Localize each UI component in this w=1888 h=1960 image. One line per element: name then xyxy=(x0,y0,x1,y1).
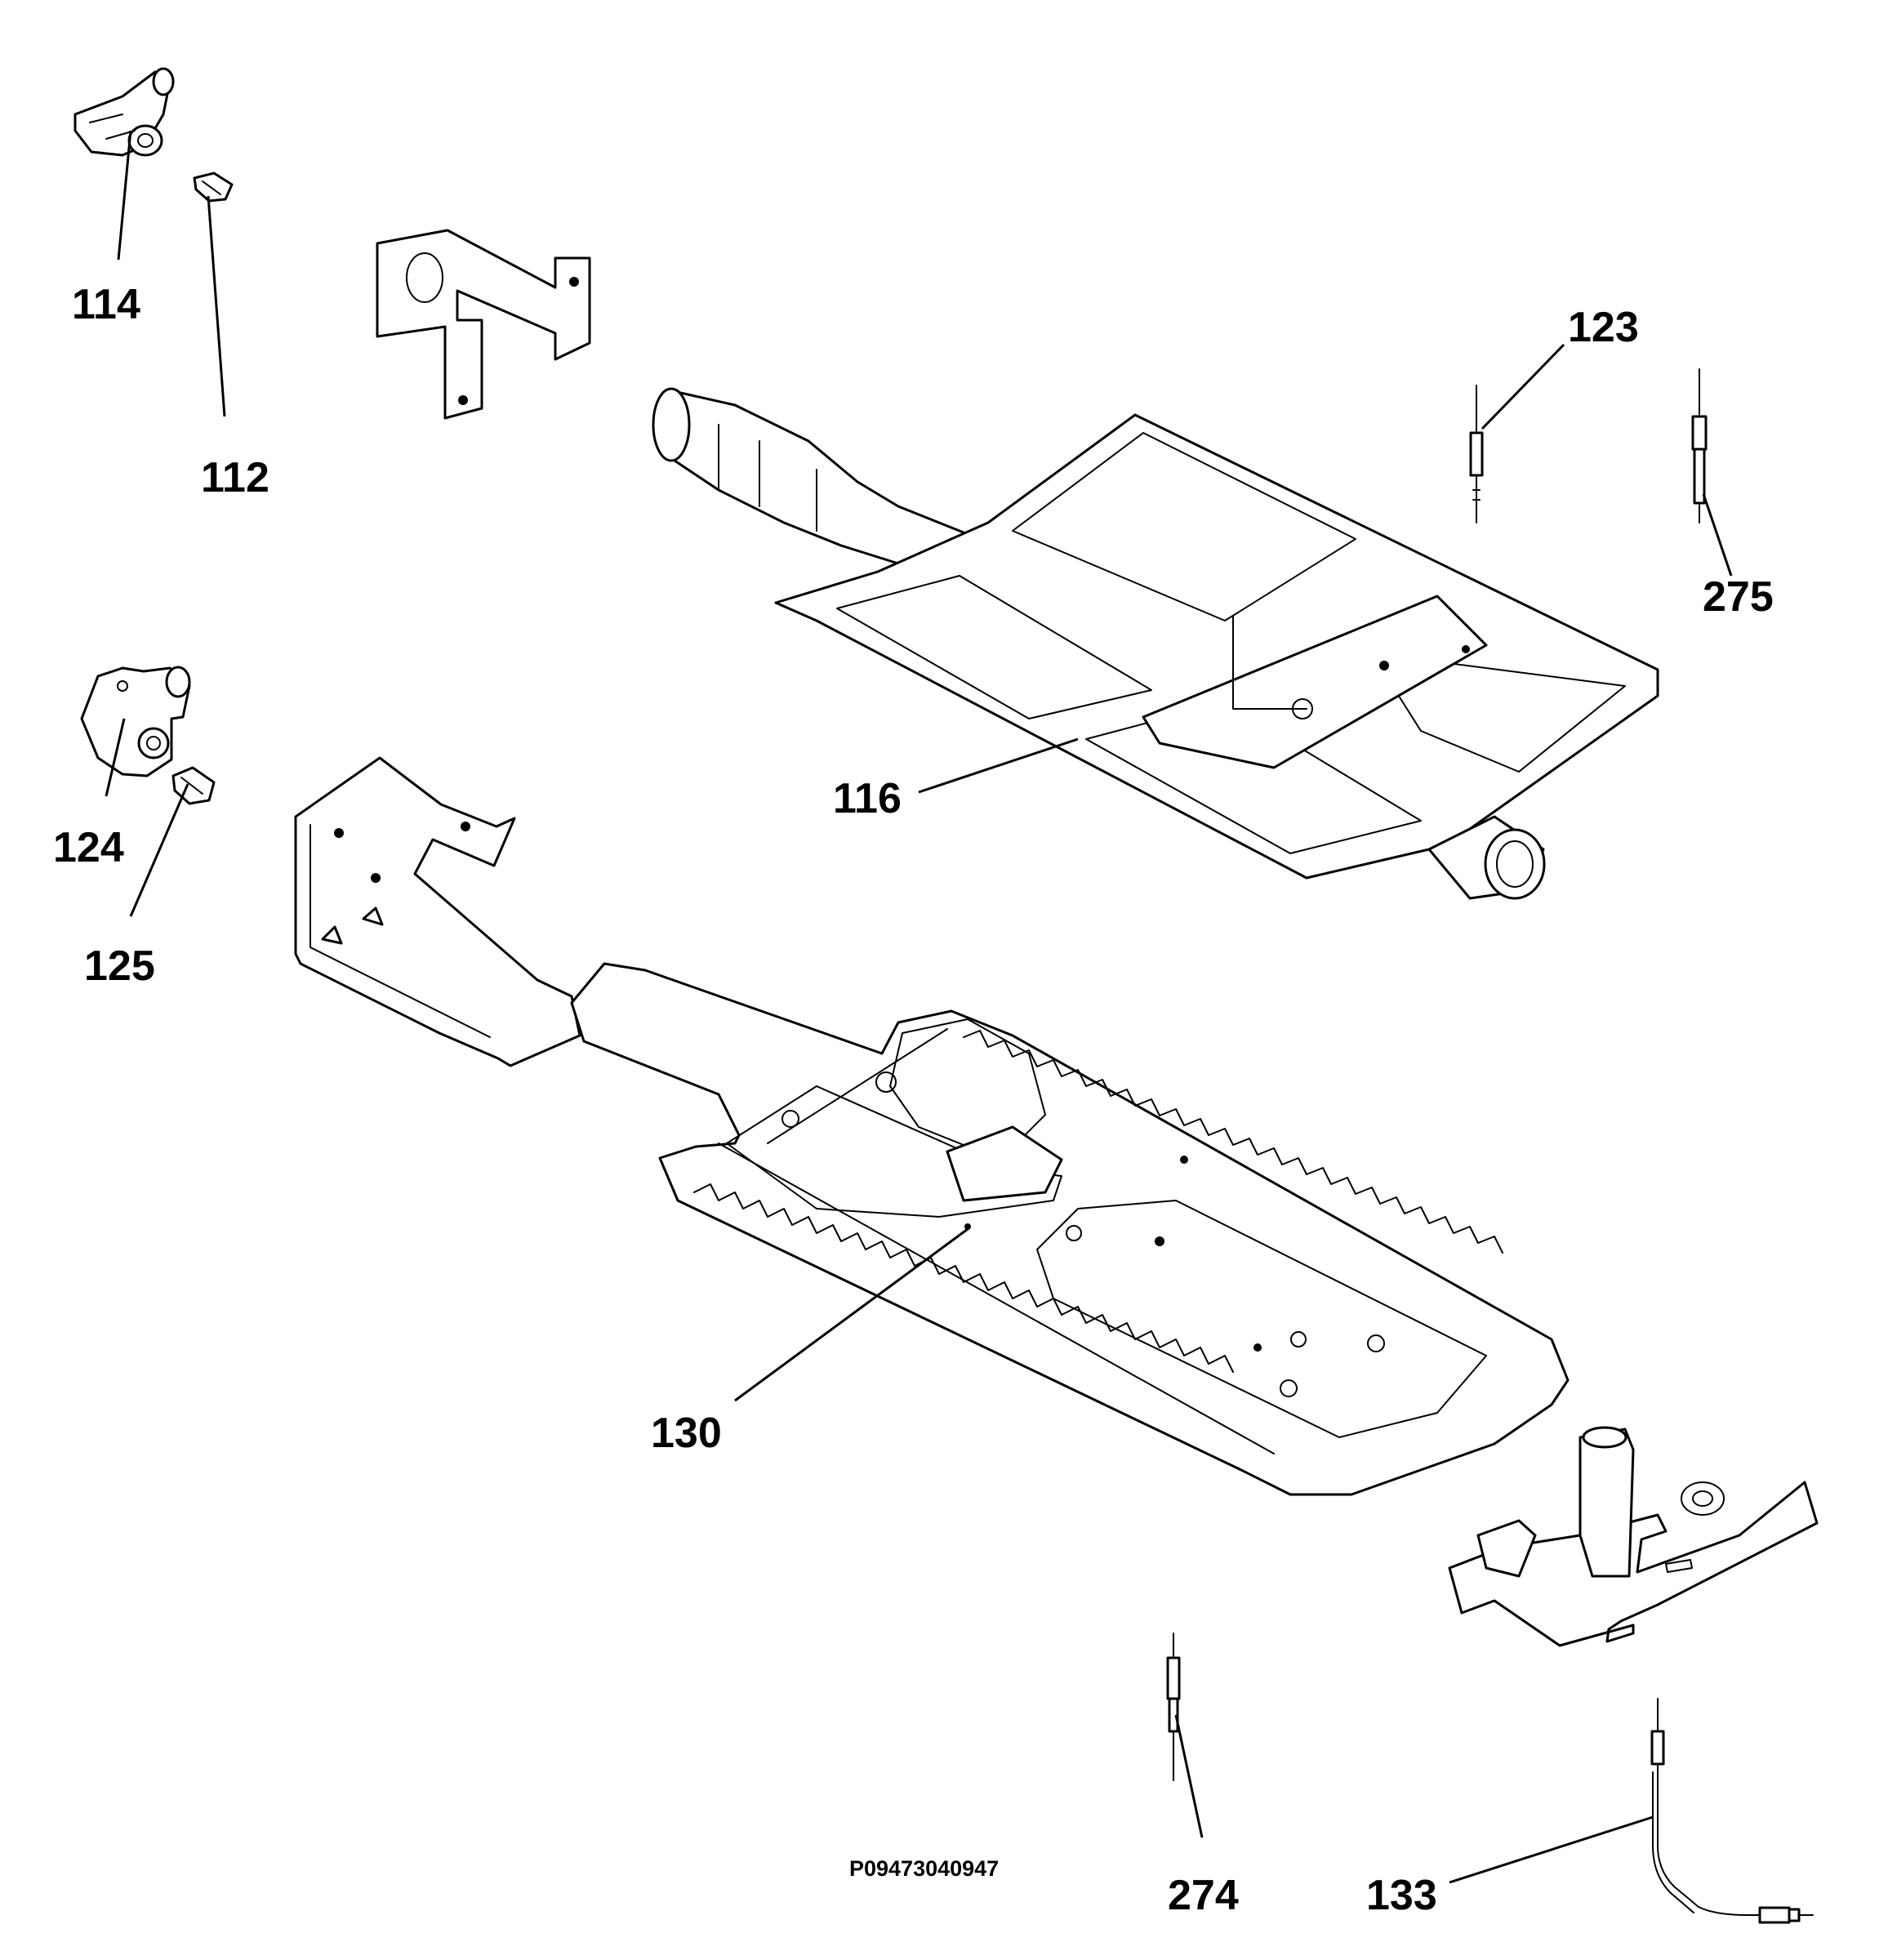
burner-bracket-top xyxy=(376,229,591,420)
callout-275: 275 xyxy=(1703,573,1774,621)
burner-bracket-lower xyxy=(294,756,581,1067)
callout-112: 112 xyxy=(201,454,269,501)
injector-holder-114 xyxy=(73,67,175,157)
diagram-reference-code: P09473040947 xyxy=(849,1856,999,1881)
callout-labels: 114 112 123 275 124 116 125 130 274 133 … xyxy=(53,281,1774,1919)
callout-274: 274 xyxy=(1168,1872,1239,1919)
electrode-275 xyxy=(1691,368,1708,523)
injector-nozzle-112 xyxy=(193,172,234,203)
callout-123: 123 xyxy=(1568,304,1639,351)
burner-base-130 xyxy=(570,962,1570,1496)
callout-125: 125 xyxy=(84,942,155,990)
thermocouple-133 xyxy=(1650,1698,1814,1924)
injector-nozzle-125 xyxy=(171,766,216,805)
electrode-274 xyxy=(1166,1633,1181,1781)
callout-124: 124 xyxy=(53,824,124,871)
callout-133: 133 xyxy=(1366,1872,1437,1919)
callout-130: 130 xyxy=(651,1410,722,1457)
callout-116: 116 xyxy=(833,775,902,822)
thermocouple-holder xyxy=(1448,1426,1819,1647)
leader-lines xyxy=(105,130,1733,1884)
gas-burner-116 xyxy=(652,387,1659,900)
injector-holder-124 xyxy=(80,666,191,777)
callout-114: 114 xyxy=(72,281,140,328)
electrode-123 xyxy=(1469,385,1484,523)
